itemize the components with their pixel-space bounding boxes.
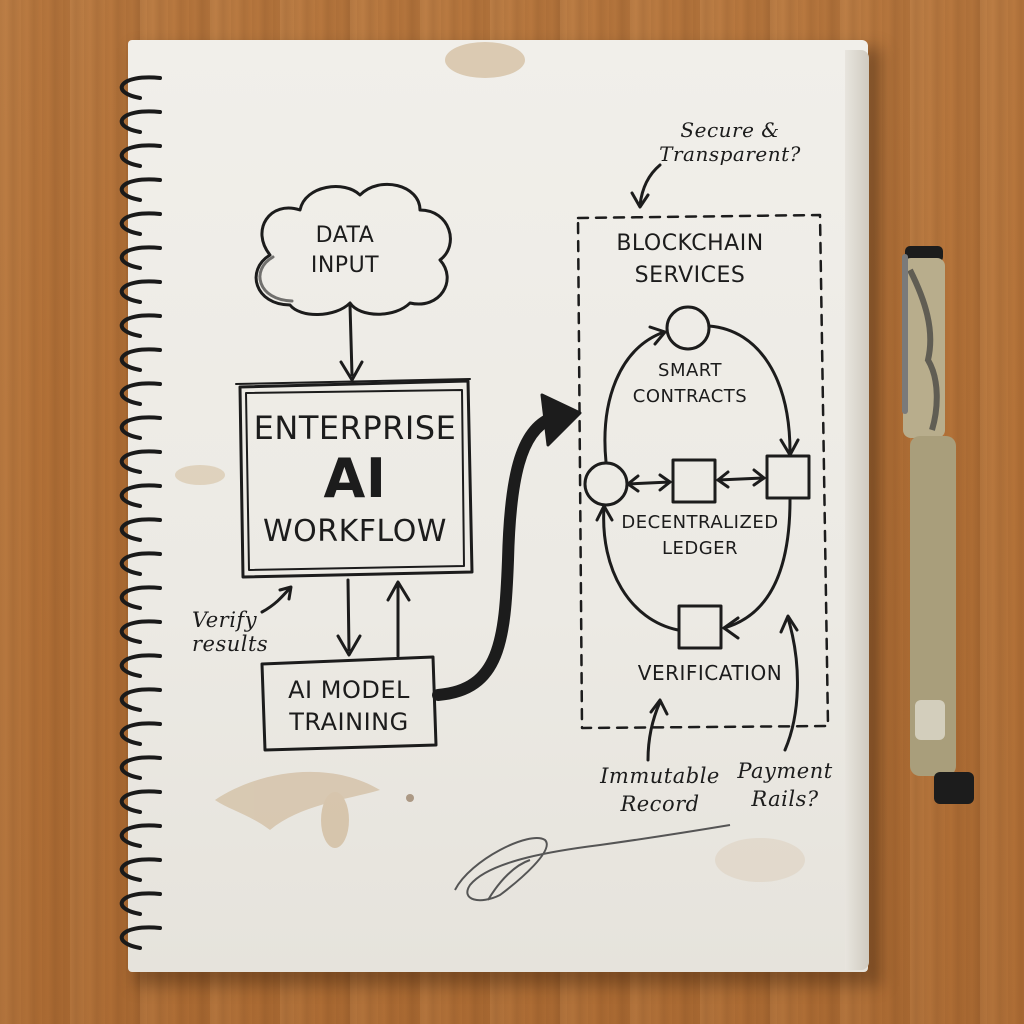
- smart-contracts-label-line2: CONTRACTS: [620, 384, 760, 410]
- node-right-square: [767, 456, 809, 498]
- training-label-line2: TRAINING: [268, 706, 430, 738]
- ledger-label: DECENTRALIZED LEDGER: [615, 510, 785, 562]
- smart-contracts-label-line1: SMART: [620, 358, 760, 384]
- blockchain-title-line2: SERVICES: [600, 260, 780, 292]
- data-input-label-line1: DATA: [285, 221, 405, 251]
- payment-note: Payment Rails?: [730, 757, 840, 813]
- secure-note-line1: Secure &: [655, 118, 805, 142]
- data-input-label-line2: INPUT: [285, 251, 405, 281]
- blockchain-title: BLOCKCHAIN SERVICES: [600, 228, 780, 292]
- immutable-note-line1: Immutable: [595, 762, 725, 790]
- node-middle-square: [673, 460, 715, 502]
- scribble-signature: [455, 825, 730, 900]
- secure-arrow: [640, 165, 660, 205]
- smart-contracts-label: SMART CONTRACTS: [620, 358, 760, 410]
- verify-note-line1: Verify: [192, 608, 282, 632]
- pen-illustration: [902, 246, 974, 804]
- spiral-binding: [122, 77, 160, 948]
- blockchain-title-line1: BLOCKCHAIN: [600, 228, 780, 260]
- payment-note-line2: Rails?: [730, 785, 840, 813]
- secure-note: Secure & Transparent?: [655, 118, 805, 166]
- immutable-note-line2: Record: [595, 790, 725, 818]
- verification-label: VERIFICATION: [620, 660, 800, 686]
- verify-note-line2: results: [192, 632, 282, 656]
- arrow-center-to-training: [348, 580, 349, 650]
- data-input-label: DATA INPUT: [285, 221, 405, 281]
- verify-note: Verify results: [192, 608, 282, 656]
- node-bottom-square: [679, 606, 721, 648]
- training-label-line1: AI MODEL: [268, 674, 430, 706]
- secure-note-line2: Transparent?: [655, 142, 805, 166]
- node-top-circle: [667, 307, 709, 349]
- node-left-circle: [585, 463, 627, 505]
- training-label: AI MODEL TRAINING: [268, 674, 430, 738]
- enterprise-title: ENTERPRISE: [250, 408, 460, 448]
- immutable-arrow: [648, 702, 660, 760]
- arrow-cloud-to-center: [350, 305, 352, 375]
- ai-title: AI: [250, 448, 460, 510]
- immutable-note: Immutable Record: [595, 762, 725, 818]
- ledger-label-line1: DECENTRALIZED: [615, 510, 785, 536]
- ledger-label-line2: LEDGER: [615, 536, 785, 562]
- payment-note-line1: Payment: [730, 757, 840, 785]
- workflow-title: WORKFLOW: [250, 512, 460, 552]
